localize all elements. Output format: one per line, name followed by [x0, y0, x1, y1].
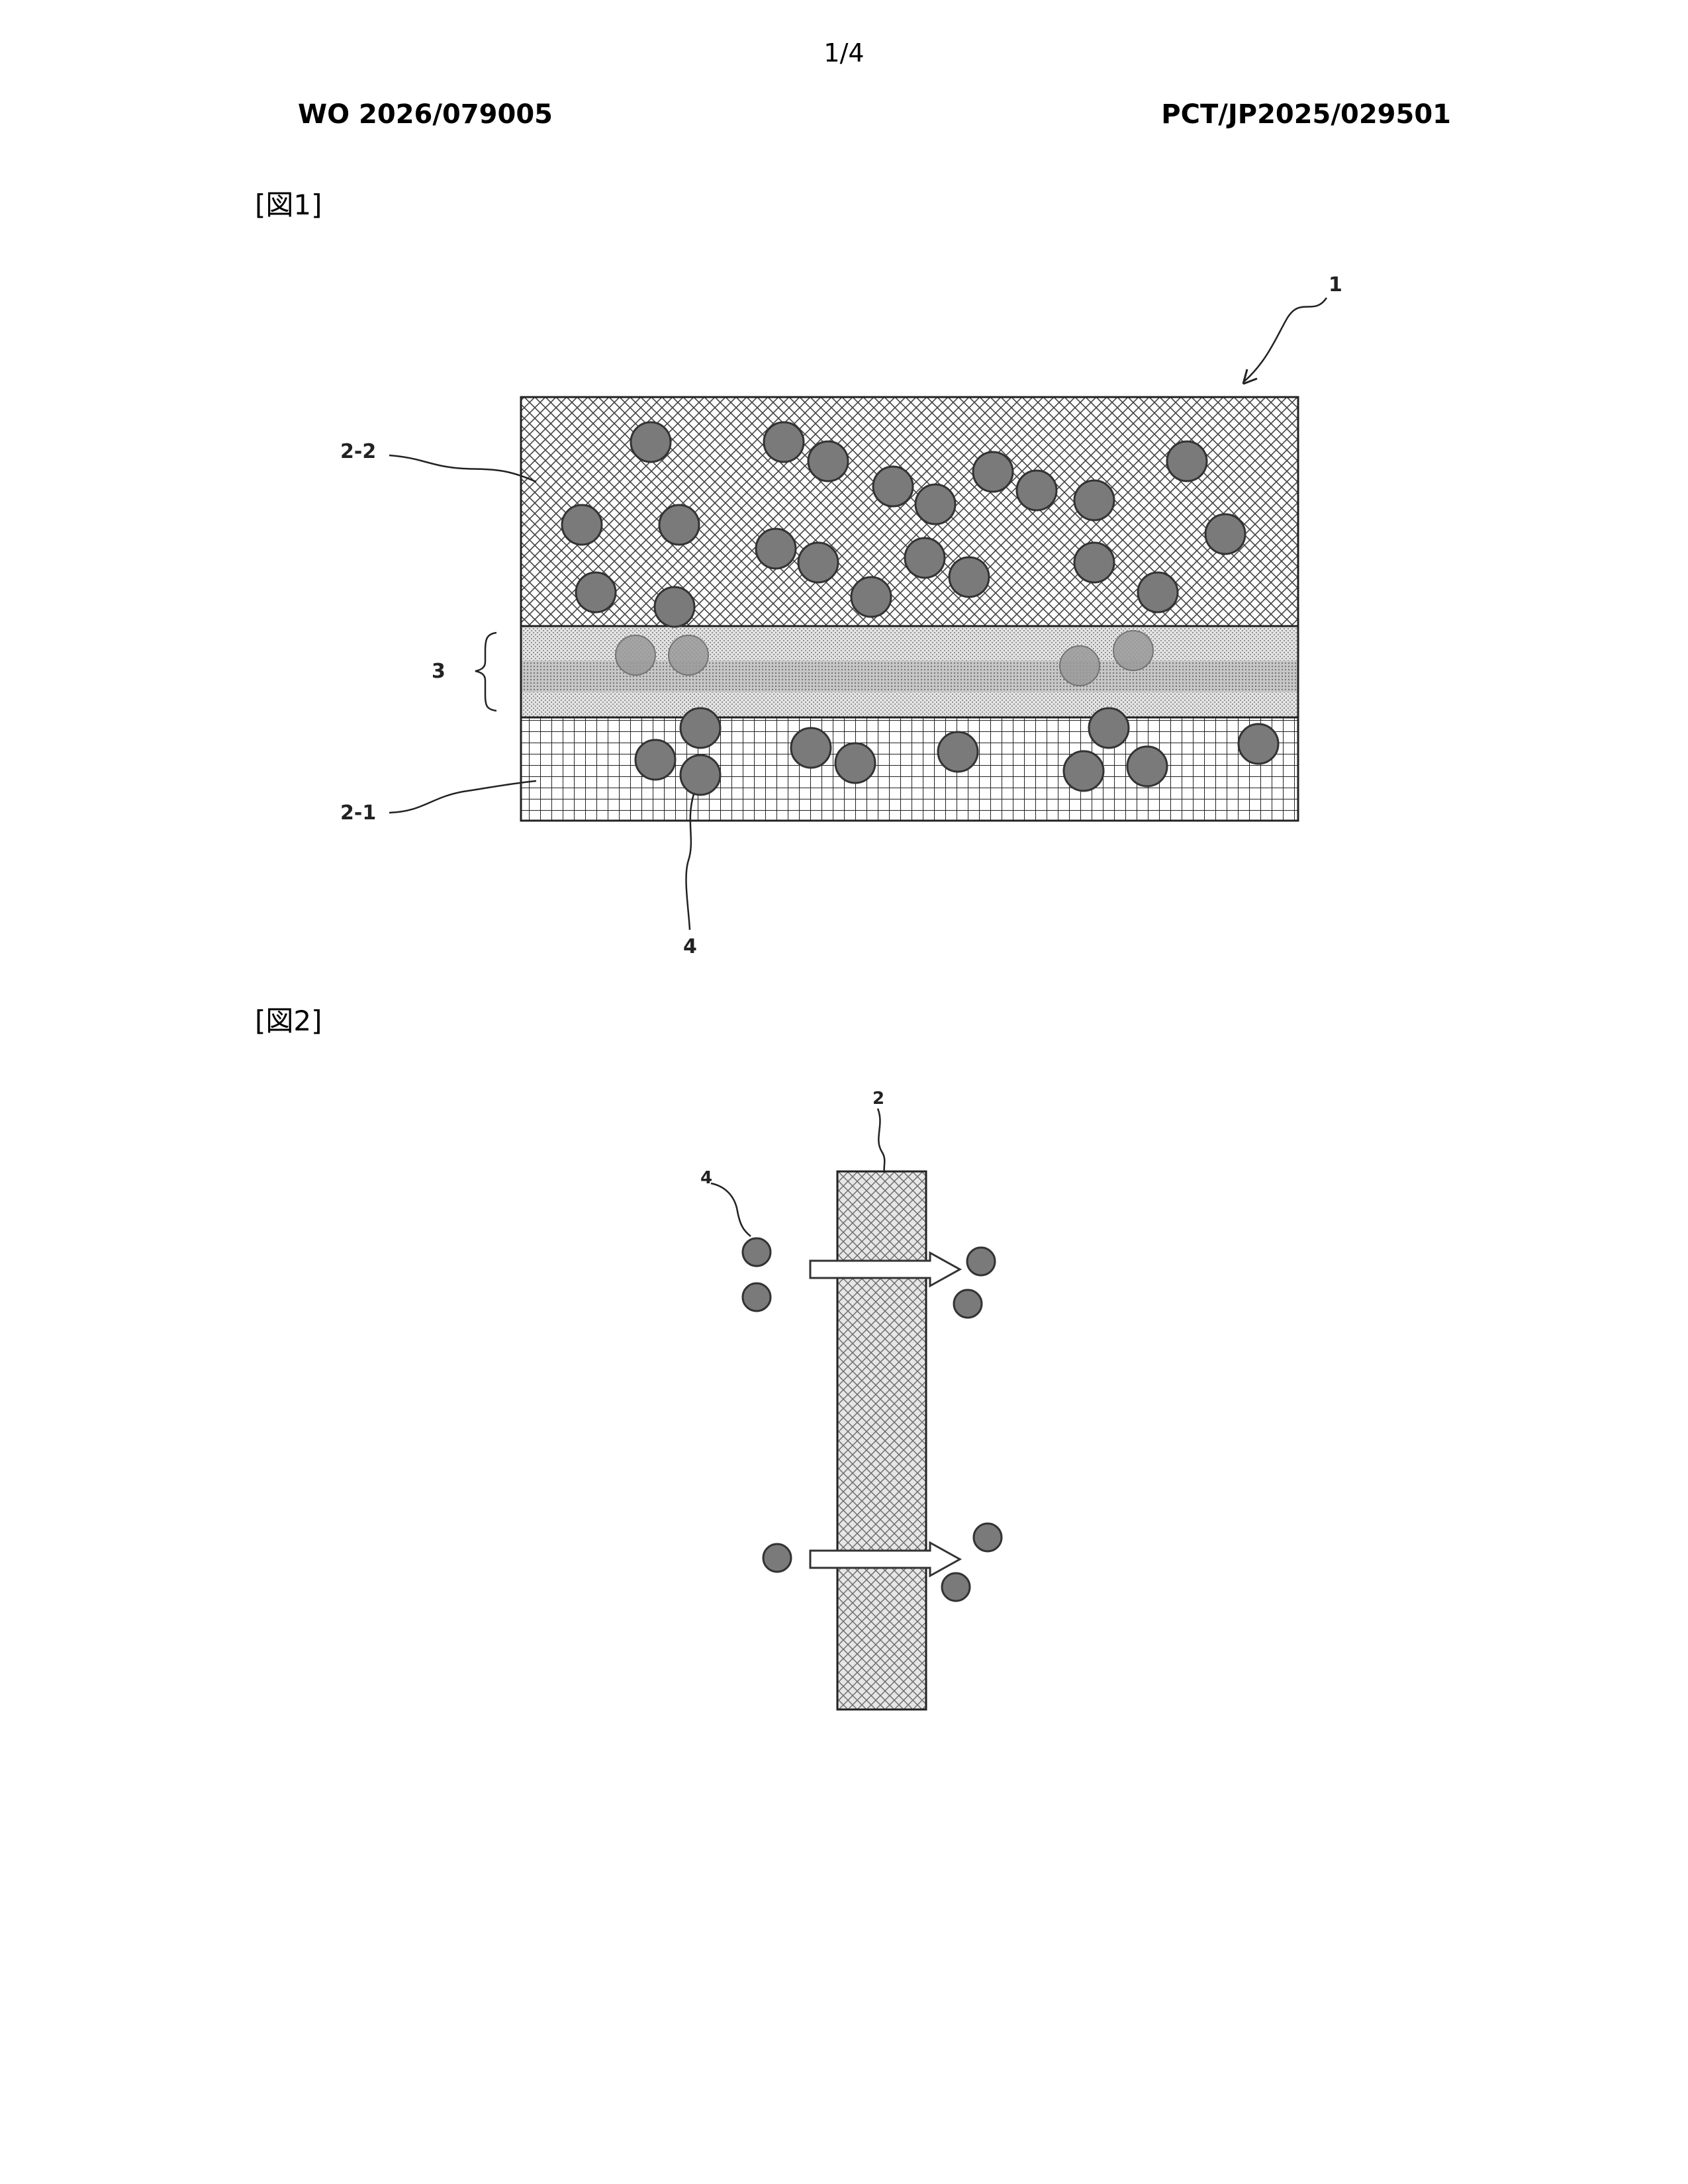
particle [1113, 631, 1153, 670]
figure-1-diagram: 1 2-2 3 2-1 4 [0, 251, 1688, 979]
particle [1138, 572, 1178, 612]
particle [576, 572, 616, 612]
leader-line-4-fig2 [711, 1183, 751, 1236]
particle [942, 1573, 970, 1601]
particle [680, 708, 720, 748]
particle [669, 635, 708, 675]
leader-line-1 [1244, 298, 1327, 381]
ref-label-2: 2 [872, 1089, 884, 1109]
particle [743, 1238, 771, 1266]
ref-label-2-1: 2-1 [340, 801, 376, 825]
particle [974, 1524, 1002, 1551]
particle [835, 743, 875, 783]
application-number: PCT/JP2025/029501 [1161, 99, 1451, 130]
particle [1167, 441, 1207, 481]
leader-line-2-1 [389, 781, 536, 813]
particle [954, 1290, 982, 1318]
particle [798, 543, 838, 582]
particle [616, 635, 655, 675]
figure-2-label: [図2] [255, 999, 322, 1039]
particle [967, 1248, 995, 1275]
particle [763, 1544, 791, 1572]
leader-line-2 [878, 1109, 884, 1173]
particle [562, 505, 602, 545]
particle [1064, 751, 1103, 791]
publication-number: WO 2026/079005 [298, 99, 553, 130]
particle [915, 484, 955, 524]
particle [1074, 480, 1114, 520]
particle [791, 728, 831, 768]
particle [756, 529, 796, 569]
page-number: 1/4 [0, 38, 1688, 68]
particle [635, 740, 675, 780]
particle [873, 467, 913, 506]
particle [1205, 514, 1245, 554]
particle [973, 452, 1013, 492]
particle [1089, 708, 1129, 748]
particle [905, 538, 945, 578]
particle [1127, 747, 1167, 786]
ref-label-3: 3 [432, 660, 445, 683]
particle [743, 1283, 771, 1311]
particle [1239, 724, 1278, 764]
membrane [837, 1171, 926, 1709]
figure-2-diagram: 2 4 [0, 1059, 1688, 1721]
particle [949, 557, 989, 597]
particle [1074, 543, 1114, 582]
particle [808, 441, 848, 481]
leader-line-2-2 [389, 455, 536, 482]
particle [655, 587, 694, 627]
ref-label-2-2: 2-2 [340, 440, 376, 463]
particle [659, 505, 699, 545]
particle [851, 577, 891, 617]
particle [764, 422, 804, 462]
figure-1-label: [図1] [255, 183, 322, 223]
particle [631, 422, 671, 462]
ref-label-4: 4 [683, 935, 697, 958]
particle [1017, 471, 1056, 510]
particle [1060, 646, 1100, 686]
particle [680, 755, 720, 795]
particle [938, 732, 978, 772]
ref-label-4-fig2: 4 [700, 1168, 712, 1188]
ref-label-1: 1 [1329, 273, 1342, 296]
brace-3 [475, 633, 496, 711]
